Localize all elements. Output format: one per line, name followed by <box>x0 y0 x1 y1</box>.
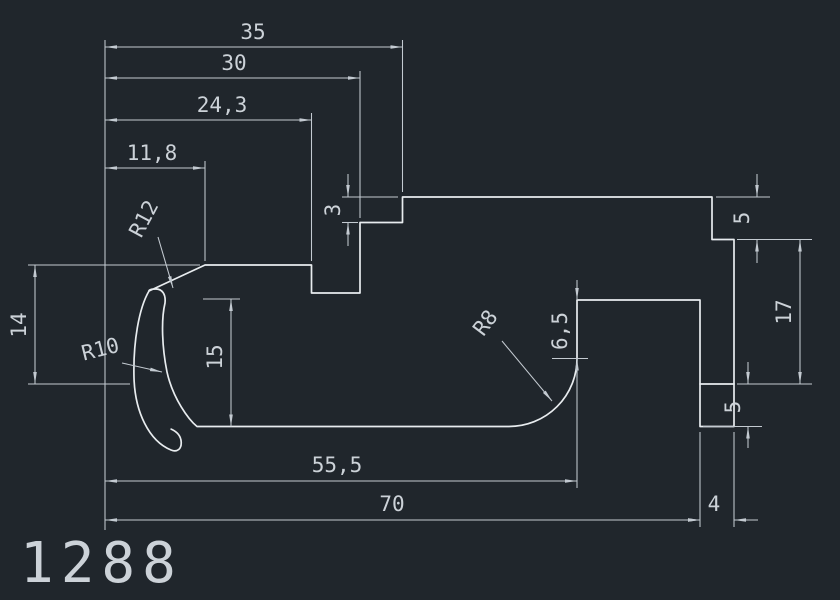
dimension-15: 15 <box>203 298 240 427</box>
dimension-70: 70 <box>105 432 701 527</box>
profile-outline <box>148 196 735 428</box>
dimension-11-8: 11,8 <box>105 141 206 261</box>
dimension-14: 14 <box>7 264 200 385</box>
dim-text-r8: R8 <box>468 305 502 340</box>
dim-text-17: 17 <box>772 299 796 324</box>
dim-text-70: 70 <box>379 492 404 516</box>
part-number: 1288 <box>20 531 183 596</box>
dimension-55-5: 55,5 <box>105 368 578 488</box>
dim-text-30: 30 <box>221 51 246 75</box>
dimension-3: 3 <box>321 174 398 246</box>
dim-text-6-5: 6,5 <box>548 312 572 350</box>
leader-line <box>121 362 163 373</box>
dim-text-24-3: 24,3 <box>197 93 248 117</box>
dimension-30: 30 <box>105 51 361 218</box>
dim-text-15: 15 <box>203 344 227 369</box>
dim-text-r12: R12 <box>124 196 163 241</box>
dim-text-4: 4 <box>708 492 721 516</box>
dimension-r10: R10 <box>79 333 163 373</box>
dimension-24-3: 24,3 <box>105 93 313 261</box>
profile-hook-outer-curve <box>133 290 183 452</box>
leader-line <box>501 340 553 402</box>
dimension-r12: R12 <box>124 196 174 289</box>
dim-text-11-8: 11,8 <box>127 141 178 165</box>
dimension-6-5: 6,5 <box>548 280 588 378</box>
dim-text-14: 14 <box>7 312 31 337</box>
dimension-5-top: 5 <box>716 174 770 263</box>
dimension-r8: R8 <box>468 305 553 402</box>
dimension-17: 17 <box>737 238 812 385</box>
dim-text-5-top: 5 <box>730 212 754 225</box>
leader-line <box>157 236 174 289</box>
dim-text-55-5: 55,5 <box>312 453 363 477</box>
dim-text-35: 35 <box>240 20 265 44</box>
dim-text-5-bottom: 5 <box>721 401 745 414</box>
dimension-4: 4 <box>676 432 758 527</box>
dimension-5-bottom: 5 <box>703 362 762 448</box>
profile-section <box>133 196 735 452</box>
dim-text-3: 3 <box>321 204 345 217</box>
dim-text-r10: R10 <box>79 333 122 365</box>
